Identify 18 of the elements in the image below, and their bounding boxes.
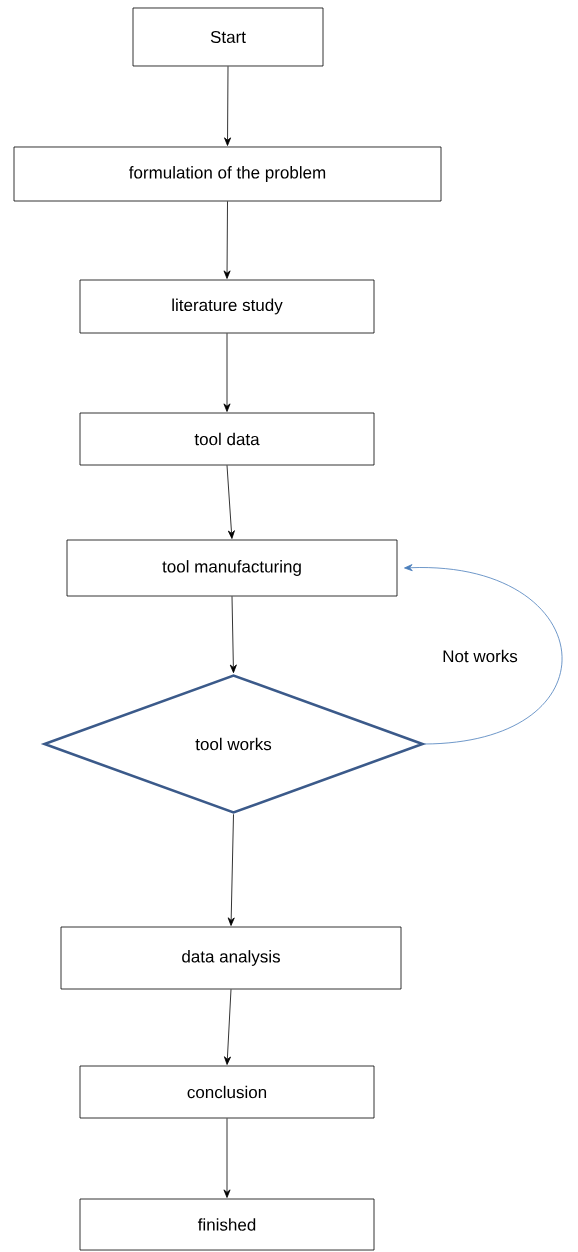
process-box: data analysis: [60, 926, 402, 990]
process-box: conclusion: [79, 1065, 375, 1119]
arrow: [404, 564, 563, 745]
arrow: [224, 66, 232, 146]
arrow: [223, 333, 231, 412]
process-box: Start: [132, 7, 324, 67]
arrow: [224, 989, 232, 1065]
process-box: formulation of the problem: [13, 146, 442, 202]
process-box: tool data: [79, 412, 375, 466]
process-box: literature study: [79, 279, 375, 334]
arrow: [227, 813, 235, 926]
process-box: tool manufacturing: [66, 539, 398, 597]
arrow: [223, 201, 231, 279]
arrow: [223, 1118, 231, 1198]
arrow: [226, 465, 235, 539]
arrow: [229, 596, 237, 674]
process-box: finished: [79, 1198, 375, 1251]
edge-label: Not works: [440, 647, 520, 665]
